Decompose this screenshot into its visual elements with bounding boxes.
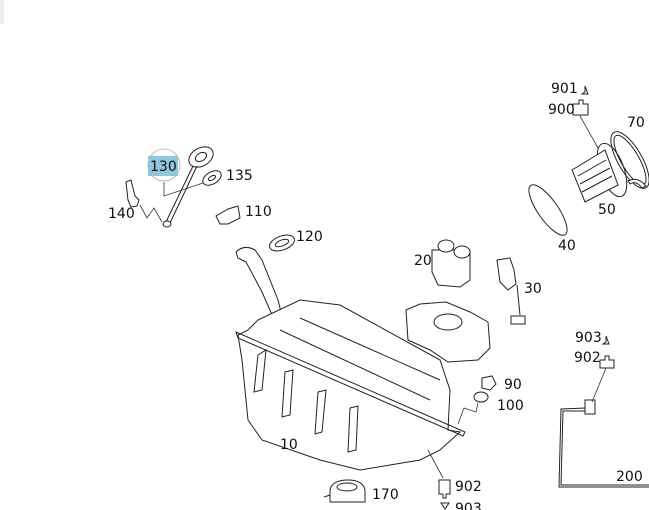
part-label-110[interactable]: 110	[245, 204, 272, 220]
part-label-900[interactable]: 900	[548, 102, 575, 118]
part-label-100[interactable]: 100	[497, 398, 524, 414]
connector-drawing-900[interactable]	[572, 99, 589, 116]
fuel-pump-housing-drawing[interactable]	[405, 301, 491, 363]
part-label-90[interactable]: 90	[504, 377, 522, 393]
part-label-30[interactable]: 30	[524, 281, 542, 297]
part-label-20[interactable]: 20	[414, 253, 432, 269]
seal-drawing-135[interactable]	[200, 168, 223, 188]
cap-drawing-901[interactable]	[580, 85, 589, 95]
bracket-drawing-110[interactable]	[215, 205, 241, 225]
part-label-135[interactable]: 135	[226, 168, 253, 184]
connector-drawing-902[interactable]	[438, 479, 451, 499]
grommet-drawing-120[interactable]	[267, 232, 296, 254]
fuel-pump-drawing-20[interactable]	[431, 239, 471, 288]
part-label-903-bottom[interactable]: 903	[455, 501, 482, 510]
fuel-cap-drawing[interactable]	[162, 143, 217, 228]
part-label-10[interactable]: 10	[280, 437, 298, 453]
part-label-40[interactable]: 40	[558, 238, 576, 254]
part-label-130[interactable]: 130	[150, 159, 177, 175]
fuel-line-drawing-200[interactable]	[558, 335, 649, 488]
selected-highlight	[148, 156, 178, 176]
part-label-200[interactable]: 200	[616, 469, 643, 485]
part-label-903[interactable]: 903	[575, 330, 602, 346]
pump-drawing-170[interactable]	[323, 479, 366, 503]
seal-ring-drawing-40[interactable]	[523, 180, 574, 241]
pump-flange-drawing-50[interactable]	[571, 140, 633, 203]
part-label-170[interactable]: 170	[372, 487, 399, 503]
level-sender-drawing-30[interactable]	[496, 257, 526, 325]
part-label-901[interactable]: 901	[551, 81, 578, 97]
part-label-70[interactable]: 70	[627, 115, 645, 131]
fuel-tank-drawing[interactable]	[235, 246, 466, 471]
clip-drawing-140[interactable]	[125, 179, 140, 208]
part-label-902[interactable]: 902	[574, 350, 601, 366]
part-label-902-bottom[interactable]: 902	[455, 479, 482, 495]
window-edge	[0, 0, 4, 24]
part-label-140[interactable]: 140	[108, 206, 135, 222]
part-label-120[interactable]: 120	[296, 229, 323, 245]
cap-drawing-903[interactable]	[440, 502, 450, 510]
washer-drawing-100[interactable]	[473, 391, 489, 403]
arrow-icon	[627, 178, 647, 189]
nut-drawing-90[interactable]	[481, 375, 497, 391]
part-label-50[interactable]: 50	[598, 202, 616, 218]
